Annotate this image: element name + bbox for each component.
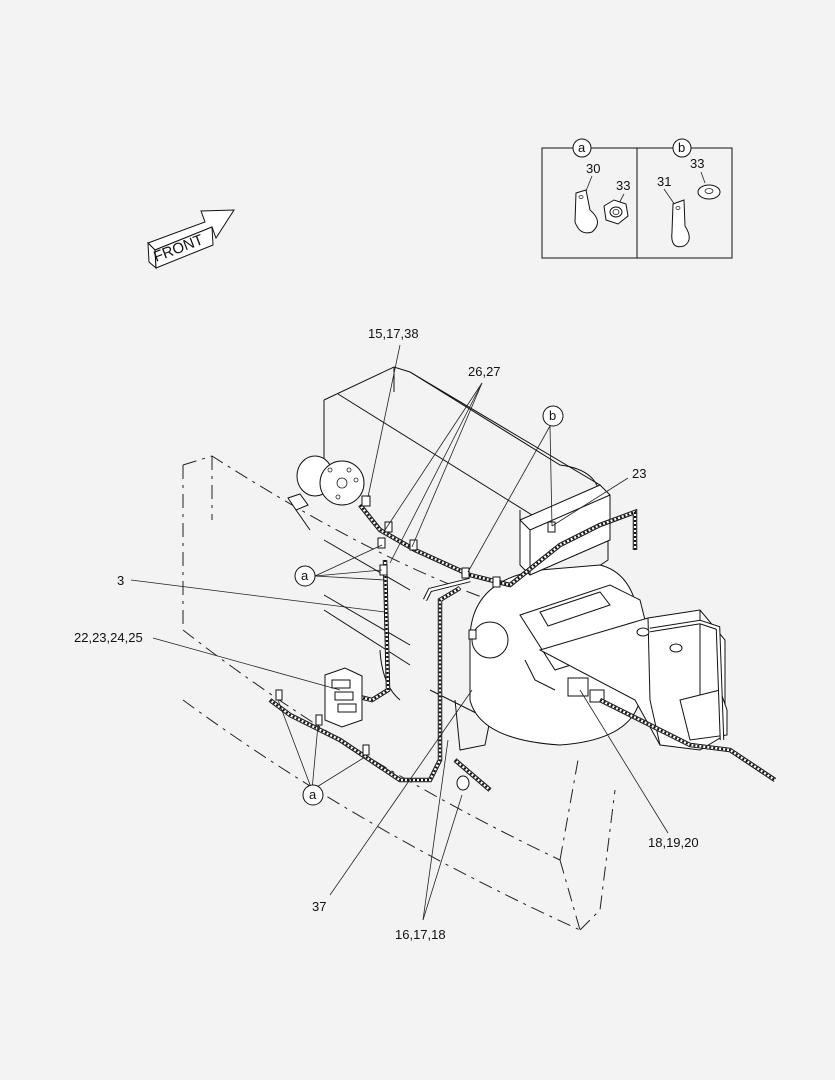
machine-assembly bbox=[130, 344, 777, 931]
nut-33-icon bbox=[603, 199, 629, 225]
hydraulic-pump bbox=[469, 564, 728, 751]
callout-37: 37 bbox=[312, 899, 326, 914]
detail-b: b 33 31 bbox=[657, 138, 721, 248]
callout-26-27: 26,27 bbox=[468, 364, 501, 379]
callout-a-lower-circle bbox=[302, 784, 324, 806]
detail-a-circle bbox=[572, 138, 592, 158]
callout-b-circle bbox=[542, 405, 564, 427]
detail-b-circle bbox=[672, 138, 692, 158]
detail-a-letter: a bbox=[578, 140, 586, 155]
callout-23: 23 bbox=[632, 466, 646, 481]
detail-box: a 30 33 b 33 31 bbox=[541, 138, 733, 259]
relay-block bbox=[324, 667, 363, 728]
front-arrow: FRONT bbox=[147, 209, 235, 270]
callout-18-19-20: 18,19,20 bbox=[648, 835, 699, 850]
washer-33-icon bbox=[697, 184, 721, 200]
detail-b-letter: b bbox=[678, 140, 685, 155]
clamp-31-icon bbox=[671, 199, 690, 248]
leader-lines bbox=[130, 344, 669, 921]
detail-a-part-30: 30 bbox=[586, 161, 600, 176]
detail-b-part-33: 33 bbox=[690, 156, 704, 171]
harness-clamps bbox=[275, 495, 683, 791]
callout-16-17-18: 16,17,18 bbox=[395, 927, 446, 942]
callout-b: b bbox=[549, 408, 556, 423]
callout-a-upper: a bbox=[301, 568, 309, 583]
callout-a-upper-circle bbox=[294, 565, 316, 587]
detail-b-part-31: 31 bbox=[657, 174, 671, 189]
clamp-30-icon bbox=[574, 189, 598, 234]
callouts: 15,17,38 26,27 b 23 3 a 22,23,24,25 a 18… bbox=[74, 326, 699, 942]
callout-3: 3 bbox=[117, 573, 124, 588]
detail-a: a 30 33 bbox=[572, 138, 630, 234]
callout-22-23-24-25: 22,23,24,25 bbox=[74, 630, 143, 645]
callout-15-17-38: 15,17,38 bbox=[368, 326, 419, 341]
callout-a-lower: a bbox=[309, 787, 317, 802]
pulley-icon bbox=[296, 455, 365, 506]
detail-a-part-33: 33 bbox=[616, 178, 630, 193]
